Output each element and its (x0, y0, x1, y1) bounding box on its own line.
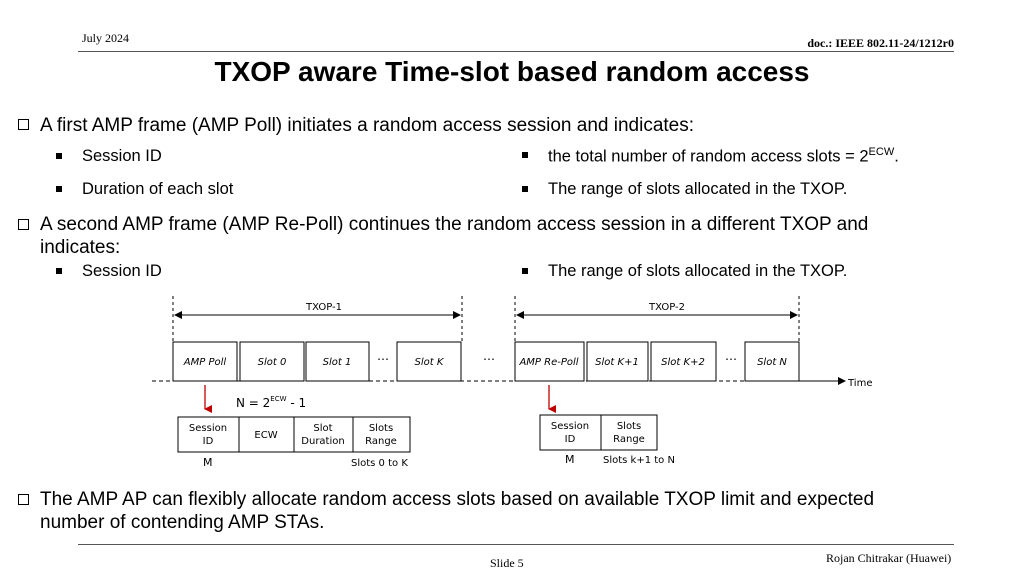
hollow-square-bullet-icon (18, 494, 29, 505)
svg-text:Slot: Slot (313, 423, 332, 434)
bullet-2-line-1: A second AMP frame (AMP Re-Poll) continu… (40, 214, 869, 235)
header-divider (78, 51, 954, 52)
bullet-1-text: A first AMP frame (AMP Poll) initiates a… (40, 115, 695, 136)
total-slots-text: the total number of random access slots … (548, 147, 869, 166)
bullet-2-slot-range: The range of slots allocated in the TXOP… (548, 262, 848, 280)
amp-poll-frame (172, 341, 238, 382)
txop2-label: TXOP-2 (648, 302, 685, 313)
bullet-1-session-id: Session ID (82, 147, 162, 165)
svg-text:Range: Range (613, 434, 645, 445)
svg-text:Session: Session (551, 421, 589, 432)
slide-title: TXOP aware Time-slot based random access (214, 56, 810, 87)
hollow-square-bullet-icon (18, 119, 29, 130)
square-bullet-icon (522, 268, 528, 274)
svg-text:Session: Session (189, 423, 227, 434)
bullet-2-line-2: indicates: (40, 237, 121, 258)
square-bullet-icon (56, 153, 62, 159)
range-label-2: Slots k+1 to N (603, 455, 675, 466)
ellipsis-between-txops: … (483, 349, 495, 363)
slot-k (396, 341, 462, 382)
amp-repoll-frame (514, 341, 585, 382)
svg-text:Duration: Duration (301, 436, 344, 447)
square-bullet-icon (522, 152, 528, 158)
svg-text:ID: ID (203, 436, 214, 447)
header-date: July 2024 (82, 31, 130, 45)
author: Rojan Chitrakar (Huawei) (826, 551, 952, 565)
svg-text:ECW: ECW (254, 430, 277, 441)
m-label-1: M (203, 456, 213, 469)
field-session-id-2 (539, 414, 602, 451)
field-slots-range-2 (600, 414, 658, 451)
slot-k-plus-2 (650, 341, 717, 382)
field-ecw (238, 416, 295, 453)
amp-poll-label: AMP Poll (183, 357, 227, 368)
square-bullet-icon (522, 186, 528, 192)
bullet-3-line-1: The AMP AP can flexibly allocate random … (40, 489, 875, 510)
bullet-1-slot-range: The range of slots allocated in the TXOP… (548, 180, 848, 198)
slot-1 (305, 341, 370, 382)
slot-0 (239, 341, 305, 382)
total-slots-superscript: ECW (868, 146, 895, 158)
hollow-square-bullet-icon (18, 219, 29, 230)
ellipsis-2: … (725, 349, 737, 363)
m-label-2: M (565, 453, 575, 466)
square-bullet-icon (56, 268, 62, 274)
ecw-formula: N = 2ECW - 1 (236, 395, 306, 410)
slot-k-plus-2-label: Slot K+2 (661, 357, 705, 368)
field-slots-range-1 (352, 416, 411, 453)
svg-text:Range: Range (365, 436, 397, 447)
range-label-1: Slots 0 to K (351, 458, 408, 469)
field-slot-duration (293, 416, 354, 453)
txop1-label: TXOP-1 (305, 302, 342, 313)
square-bullet-icon (56, 186, 62, 192)
slot-1-label: Slot 1 (323, 357, 352, 368)
bullet-1-total-slots: the total number of random access slots … (548, 146, 899, 167)
svg-text:Slots: Slots (617, 421, 641, 432)
field-session-id-1 (177, 416, 240, 453)
slot-k-label: Slot K (415, 357, 445, 368)
svg-text:ID: ID (565, 434, 576, 445)
bullet-1-slot-duration: Duration of each slot (82, 180, 234, 198)
slot-k-plus-1 (586, 341, 649, 382)
svg-text:Slots: Slots (369, 423, 393, 434)
slot-k-plus-1-label: Slot K+1 (595, 357, 639, 368)
total-slots-period: . (894, 147, 899, 166)
ellipsis-1: … (377, 349, 389, 363)
bullet-3-line-2: number of contending AMP STAs. (40, 512, 325, 533)
footer-divider (78, 544, 954, 545)
slide-number: Slide 5 (490, 556, 524, 570)
amp-repoll-label: AMP Re-Poll (518, 357, 578, 368)
slot-n-label: Slot N (757, 357, 787, 368)
time-label: Time (847, 378, 872, 389)
bullet-2-session-id: Session ID (82, 262, 162, 280)
slot-0-label: Slot 0 (258, 357, 287, 368)
slot-n (744, 341, 800, 382)
doc-id: doc.: IEEE 802.11-24/1212r0 (807, 36, 954, 50)
